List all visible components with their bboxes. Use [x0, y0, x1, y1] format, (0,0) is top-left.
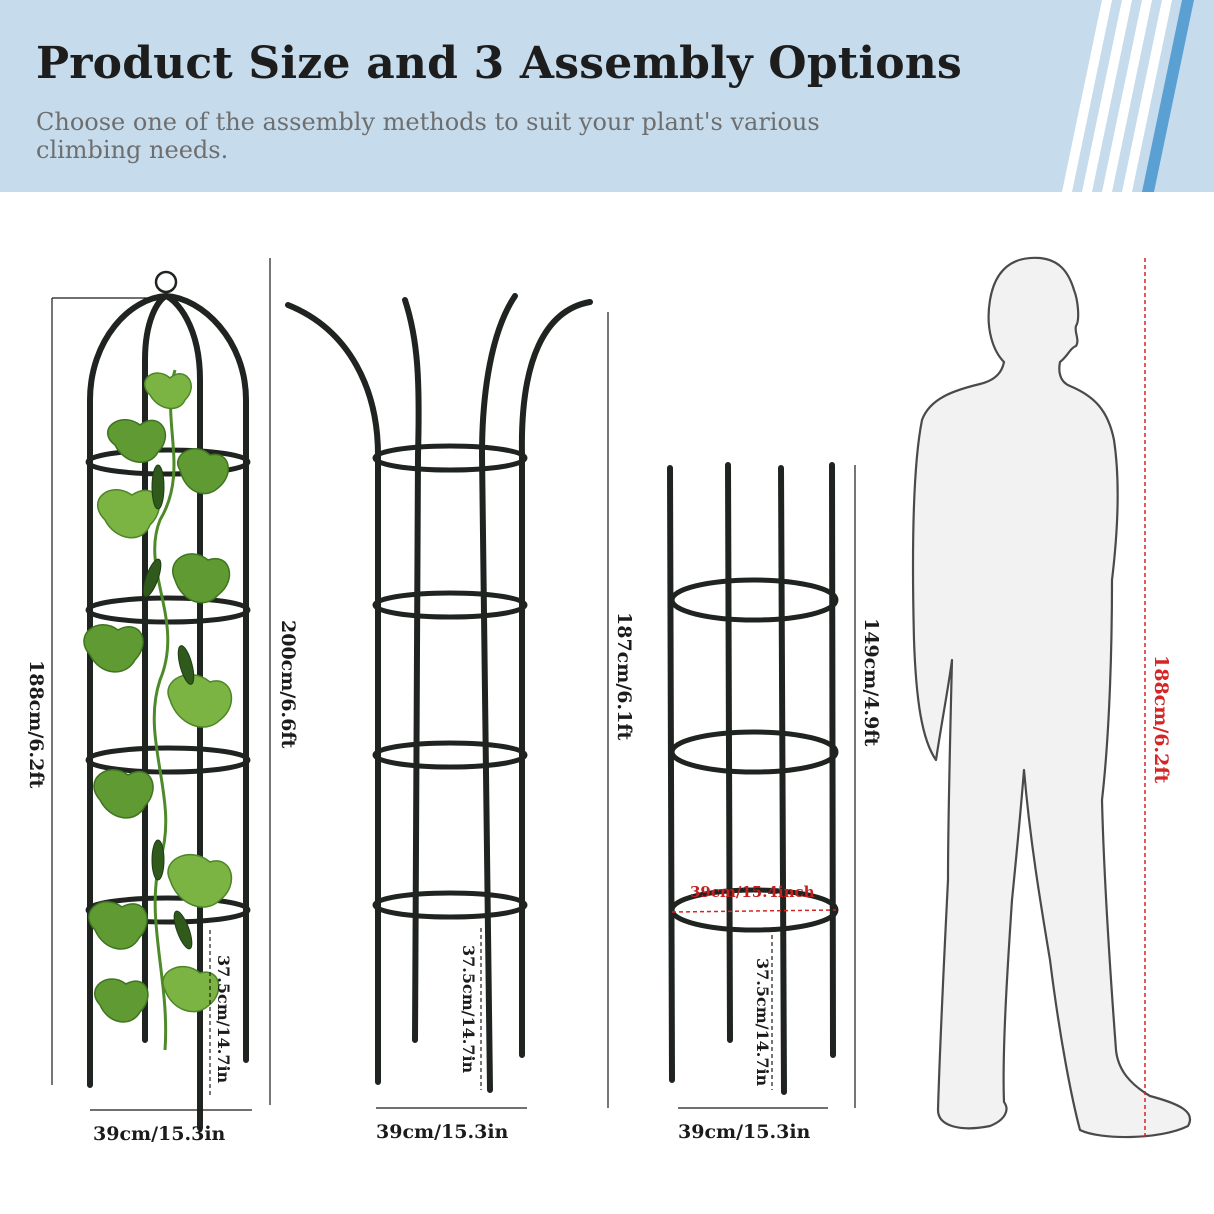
- page-title: Product Size and 3 Assembly Options: [36, 38, 962, 89]
- cucumber-plant-icon: [83, 369, 233, 1051]
- dim-label-width: 39cm/15.3in: [678, 1121, 811, 1143]
- decorative-stripes: [1062, 0, 1194, 192]
- ring-2: [669, 729, 839, 775]
- post-3: [478, 293, 518, 1093]
- ring-4: [372, 890, 528, 920]
- dim-label-width: 39cm/15.3in: [93, 1123, 226, 1145]
- dim-label-diameter: 39cm/15.4inch: [690, 883, 815, 901]
- dim-label-spacing: 37.5cm/14.7in: [214, 955, 233, 1084]
- ring-1: [669, 577, 839, 623]
- ring-2: [85, 595, 251, 625]
- ring-4: [85, 895, 251, 925]
- header-banner: Product Size and 3 Assembly Options Choo…: [0, 0, 1214, 192]
- post-4: [518, 299, 593, 1058]
- dim-label-height: 187cm/6.1ft: [613, 612, 635, 741]
- dim-label-height: 149cm/4.9ft: [860, 618, 882, 747]
- dim-label-width: 39cm/15.3in: [376, 1121, 509, 1143]
- dim-line-diameter: [671, 909, 837, 913]
- dim-label-total-height: 200cm/6.6ft: [277, 620, 299, 749]
- ring-3: [85, 745, 251, 775]
- post-2: [402, 297, 422, 1043]
- hanging-ring-icon: [154, 270, 178, 294]
- option-1-obelisk-domed: 188cm/6.2ft 200cm/6.6ft 37.5cm/14.7in 39…: [25, 258, 299, 1145]
- ring-1: [85, 447, 251, 477]
- post-1: [285, 302, 381, 1085]
- post-3: [778, 465, 787, 1095]
- person-silhouette-icon: 188cm/6.2ft: [911, 256, 1191, 1140]
- post-1: [667, 465, 675, 1083]
- ring-2: [372, 590, 528, 620]
- dome-arch-inner: [142, 292, 203, 1131]
- dim-label-spacing: 37.5cm/14.7in: [753, 958, 772, 1087]
- page-subtitle: Choose one of the assembly methods to su…: [36, 108, 820, 164]
- ring-3: [372, 740, 528, 770]
- dim-label-spacing: 37.5cm/14.7in: [459, 945, 478, 1074]
- post-2: [725, 462, 733, 1043]
- option-2-obelisk-flared: 187cm/6.1ft 37.5cm/14.7in 39cm/15.3in: [285, 293, 635, 1143]
- ring-1: [372, 443, 528, 473]
- option-3-obelisk-short: 39cm/15.4inch 149cm/4.9ft 37.5cm/14.7in …: [667, 462, 882, 1143]
- dim-label-person-height: 188cm/6.2ft: [1150, 655, 1172, 784]
- dim-label-frame-height: 188cm/6.2ft: [25, 660, 47, 789]
